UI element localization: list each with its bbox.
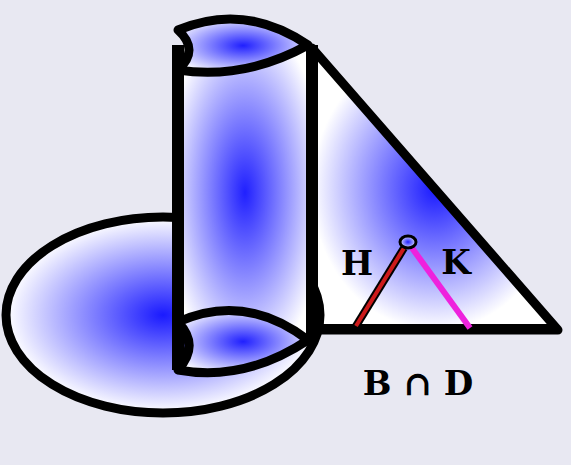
cylinder-bottom <box>178 310 308 372</box>
base-line <box>312 324 558 332</box>
cylinder-side <box>306 45 318 342</box>
point-label: B ∩ D <box>363 366 473 400</box>
triangle <box>312 48 558 330</box>
point-label: H <box>341 246 373 280</box>
cylinder-body <box>178 45 312 340</box>
point-label: K <box>441 245 471 279</box>
apex-point <box>400 236 416 248</box>
cylinder-top <box>178 19 308 72</box>
